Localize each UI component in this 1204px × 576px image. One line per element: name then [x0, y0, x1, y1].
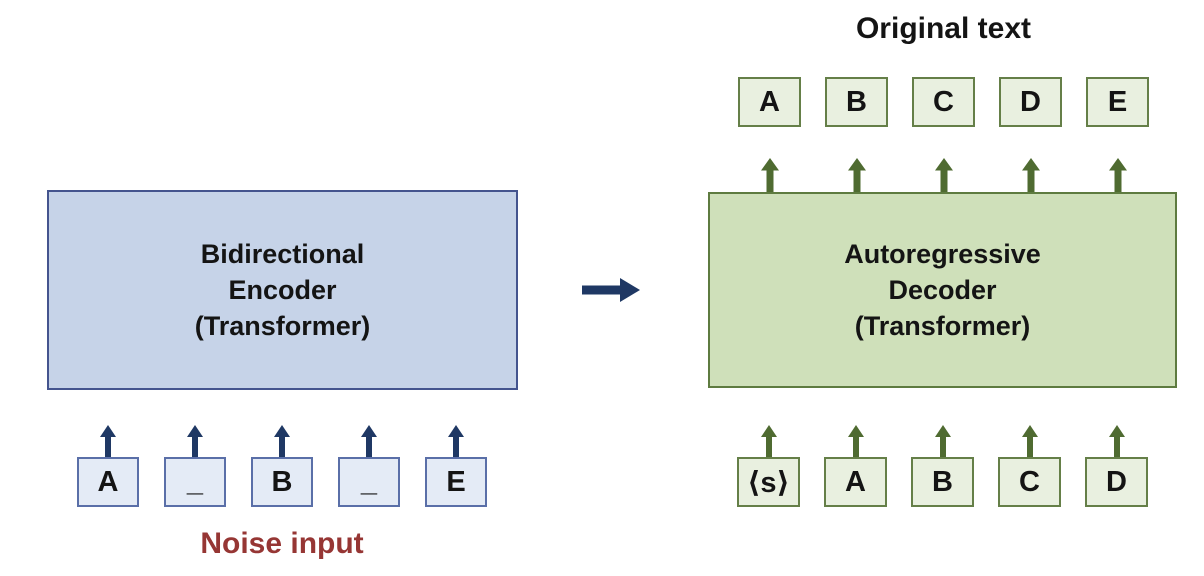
decoder-output-token: C — [912, 77, 975, 127]
decoder-input-token: C — [998, 457, 1061, 507]
encoder-input-token: B — [251, 457, 313, 507]
up-arrow-icon — [934, 158, 953, 192]
decoder-input-token: B — [911, 457, 974, 507]
decoder-output-token: A — [738, 77, 801, 127]
encoder-label: Bidirectional Encoder (Transformer) — [194, 239, 371, 341]
right-arrow-icon — [582, 278, 640, 302]
decoder-input-token-row: ⟨s⟩ A B C D — [737, 425, 1148, 507]
encoder-input-token: A — [77, 457, 139, 507]
up-arrow-icon — [1021, 425, 1038, 457]
decoder-input-token: A — [824, 457, 887, 507]
token-label: C — [933, 85, 954, 118]
token-label: D — [1020, 85, 1041, 118]
up-arrow-icon — [1021, 158, 1040, 192]
up-arrow-icon — [1108, 425, 1125, 457]
decoder-output-token: B — [825, 77, 888, 127]
up-arrow-icon — [100, 425, 116, 457]
encoder-input-token: E — [425, 457, 487, 507]
token-label: ⟨s⟩ — [747, 466, 790, 499]
token-label: D — [1106, 465, 1127, 498]
token-label: E — [446, 465, 466, 498]
decoder-output-token: D — [999, 77, 1062, 127]
up-arrow-icon — [760, 158, 779, 192]
autoregressive-decoder-block: Autoregressive Decoder (Transformer) — [708, 192, 1177, 388]
up-arrow-icon — [274, 425, 290, 457]
token-label: _ — [360, 465, 378, 498]
decoder-input-token: ⟨s⟩ — [737, 457, 800, 507]
token-label: B — [846, 85, 867, 118]
token-label: _ — [186, 465, 204, 498]
bidirectional-encoder-block: Bidirectional Encoder (Transformer) — [47, 190, 518, 390]
up-arrow-icon — [760, 425, 777, 457]
up-arrow-icon — [847, 425, 864, 457]
up-arrow-icon — [934, 425, 951, 457]
token-label: B — [271, 465, 293, 498]
token-label: E — [1107, 85, 1128, 118]
up-arrow-icon — [1108, 158, 1127, 192]
up-arrow-icon — [847, 158, 866, 192]
encoder-input-token: _ — [164, 457, 226, 507]
up-arrow-icon — [361, 425, 377, 457]
token-label: A — [759, 85, 780, 118]
encoder-input-token-row: A _ B _ E — [77, 425, 487, 507]
encoder-input-token: _ — [338, 457, 400, 507]
noise-input-label: Noise input — [200, 527, 364, 560]
up-arrow-icon — [448, 425, 464, 457]
decoder-input-token: D — [1085, 457, 1148, 507]
decoder-output-arrow-row — [738, 158, 1149, 192]
up-arrow-icon — [187, 425, 203, 457]
token-label: B — [932, 465, 953, 498]
original-text-label: Original text — [855, 12, 1032, 45]
token-label: A — [97, 465, 119, 498]
token-label: C — [1019, 465, 1040, 498]
token-label: A — [845, 465, 866, 498]
decoder-label: Autoregressive Decoder (Transformer) — [844, 239, 1041, 341]
decoder-output-token: E — [1086, 77, 1149, 127]
decoder-output-token-row: A B C D E — [738, 77, 1149, 127]
